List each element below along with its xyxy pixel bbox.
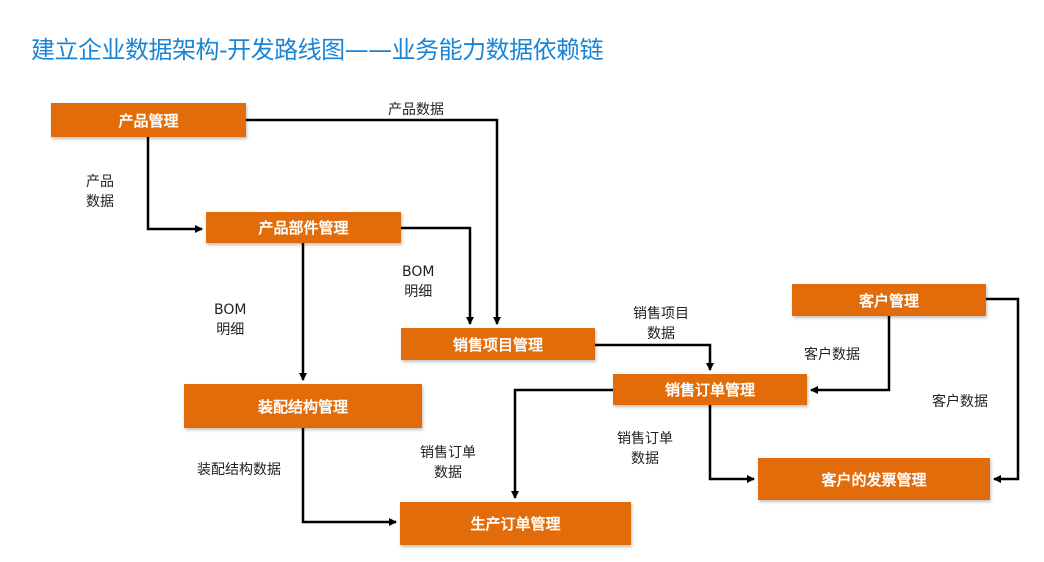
edge-label-product-data: 产品数据: [86, 174, 114, 210]
edge-product-to-part: [146, 137, 203, 233]
node-product-part-mgmt[interactable]: 产品部件管理: [206, 212, 401, 243]
edge-label-sales-order-data-left: 销售订单数据: [420, 445, 476, 481]
edge-customer-to-salesorder: [810, 316, 891, 394]
node-production-order-mgmt[interactable]: 生产订单管理: [400, 502, 631, 545]
edge-label-sales-order-data-right: 销售订单数据: [617, 431, 673, 467]
edge-product-to-salesproject: [246, 118, 501, 325]
edge-salesorder-to-invoice: [708, 405, 755, 483]
node-assembly-structure-mgmt[interactable]: 装配结构管理: [184, 384, 422, 428]
edge-customer-to-invoice: [986, 297, 1020, 483]
node-customer-mgmt[interactable]: 客户管理: [792, 284, 986, 316]
edge-label-customer-data-1: 客户数据: [804, 347, 860, 363]
diagram-title: 建立企业数据架构-开发路线图——业务能力数据依赖链: [31, 36, 604, 64]
edge-part-to-salesproject: [401, 226, 474, 325]
node-customer-invoice-mgmt[interactable]: 客户的发票管理: [758, 458, 990, 500]
edge-assembly-to-production: [301, 428, 397, 526]
edge-label-sales-project-data: 销售项目数据: [633, 306, 689, 342]
edge-label-assembly-structure-data: 装配结构数据: [197, 462, 281, 478]
node-product-mgmt[interactable]: 产品管理: [51, 103, 246, 137]
edge-label-customer-data-2: 客户数据: [932, 394, 988, 410]
node-sales-order-mgmt[interactable]: 销售订单管理: [613, 374, 807, 405]
edge-salesproject-to-salesorder: [595, 343, 714, 371]
edge-label-product-data-top: 产品数据: [388, 102, 444, 118]
node-sales-project-mgmt[interactable]: 销售项目管理: [401, 328, 595, 360]
edge-salesorder-to-production: [511, 388, 613, 499]
